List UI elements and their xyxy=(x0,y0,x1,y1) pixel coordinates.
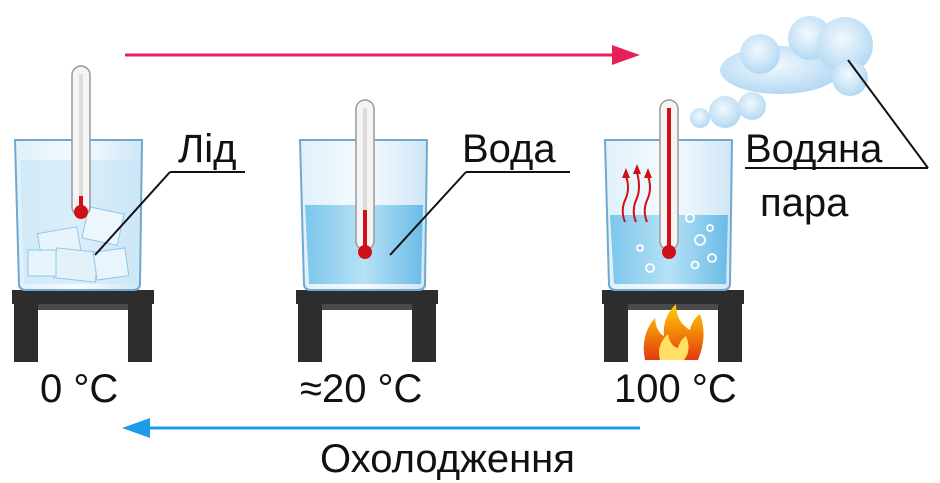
bubbles xyxy=(636,213,717,273)
cooling-arrow xyxy=(122,418,640,438)
temp-water: ≈20 °C xyxy=(300,367,422,411)
label-steam-line2: пара xyxy=(760,181,849,225)
beaker-water xyxy=(298,99,570,291)
label-steam-line1: Водяна xyxy=(745,127,883,171)
temp-ice: 0 °C xyxy=(40,367,118,411)
label-ice: Лід xyxy=(178,127,236,171)
stand-boil xyxy=(602,290,744,362)
heat-wave-arrows xyxy=(621,164,652,223)
beaker-boil xyxy=(603,99,734,291)
flame-icon xyxy=(643,304,704,360)
steam-pointer-lines xyxy=(745,59,929,169)
temp-boil: 100 °C xyxy=(614,367,737,411)
steam-cloud xyxy=(690,16,873,128)
label-cooling: Охолодження xyxy=(320,437,575,481)
stand-ice xyxy=(12,290,154,362)
stand-water xyxy=(296,290,438,362)
label-water: Вода xyxy=(462,127,556,171)
ice-cubes xyxy=(27,206,130,283)
heating-arrow xyxy=(125,45,640,65)
beaker-ice xyxy=(13,65,245,291)
